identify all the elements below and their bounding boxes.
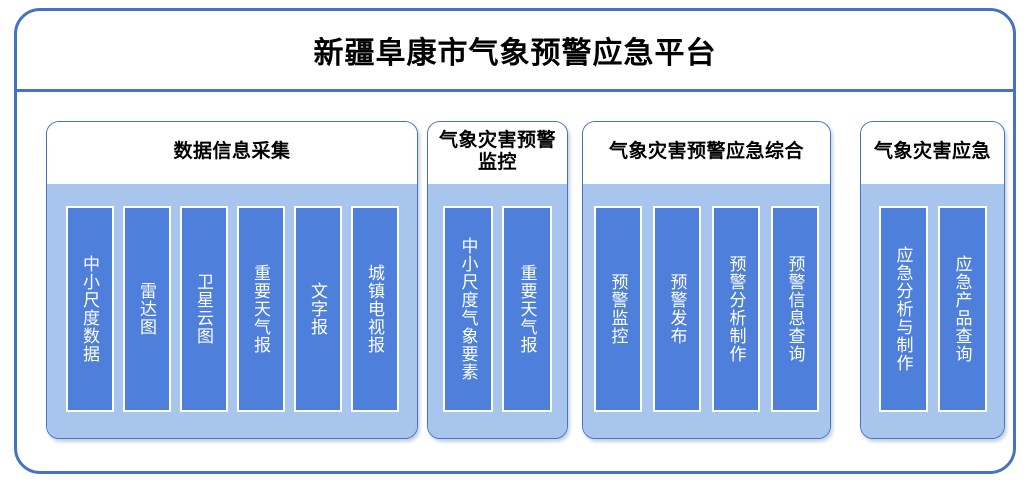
group-body: 中小尺度数据 雷达图 卫星云图 重要天气报 文字报 城镇电视 bbox=[47, 184, 417, 438]
group-header: 气象灾害预警监控 bbox=[428, 122, 567, 184]
group-panel-disaster-emergency[interactable]: 气象灾害应急 应急分析与制作 应急产品查询 bbox=[860, 121, 1005, 439]
group-title: 数据信息采集 bbox=[173, 140, 291, 162]
group-item[interactable]: 预警信息查询 bbox=[771, 206, 819, 412]
group-item-label: 城镇电视报 bbox=[365, 264, 385, 354]
group-header: 气象灾害应急 bbox=[861, 122, 1004, 184]
group-item-label: 应急产品查询 bbox=[952, 255, 972, 363]
group-item[interactable]: 重要天气报 bbox=[236, 206, 285, 412]
group-header: 气象灾害预警应急综合 bbox=[583, 122, 830, 184]
group-item-label: 雷达图 bbox=[137, 282, 157, 336]
group-item[interactable]: 城镇电视报 bbox=[350, 206, 399, 412]
group-item-label: 预警发布 bbox=[667, 273, 687, 345]
group-header: 数据信息采集 bbox=[47, 122, 417, 184]
group-panel-warning-monitoring[interactable]: 气象灾害预警监控 中小尺度气象要素 重要天气报 bbox=[427, 121, 568, 439]
group-item-label: 中小尺度气象要素 bbox=[458, 237, 478, 381]
group-item[interactable]: 雷达图 bbox=[122, 206, 171, 412]
group-item[interactable]: 中小尺度数据 bbox=[65, 206, 114, 412]
group-title: 气象灾害应急 bbox=[873, 140, 991, 162]
group-title: 气象灾害预警应急综合 bbox=[608, 140, 804, 162]
group-body: 预警监控 预警发布 预警分析制作 预警信息查询 bbox=[583, 184, 830, 438]
group-row: 数据信息采集 中小尺度数据 雷达图 卫星云图 重要天气报 bbox=[17, 92, 1013, 474]
group-item[interactable]: 文字报 bbox=[293, 206, 342, 412]
group-item[interactable]: 中小尺度气象要素 bbox=[443, 206, 493, 412]
group-item-label: 预警信息查询 bbox=[785, 255, 805, 363]
group-item[interactable]: 预警分析制作 bbox=[712, 206, 760, 412]
group-panel-warning-emergency-integrated[interactable]: 气象灾害预警应急综合 预警监控 预警发布 预警分析制作 预警信息查询 bbox=[582, 121, 831, 439]
platform-frame: 新疆阜康市气象预警应急平台 数据信息采集 中小尺度数据 雷达图 卫星云图 bbox=[14, 8, 1016, 474]
group-item[interactable]: 应急产品查询 bbox=[937, 206, 987, 412]
group-item-label: 文字报 bbox=[308, 282, 328, 336]
platform-title-bar: 新疆阜康市气象预警应急平台 bbox=[17, 11, 1013, 92]
group-item[interactable]: 预警发布 bbox=[653, 206, 701, 412]
group-item-label: 重要天气报 bbox=[251, 264, 271, 354]
group-item-label: 卫星云图 bbox=[194, 273, 214, 345]
group-item[interactable]: 重要天气报 bbox=[502, 206, 552, 412]
group-item[interactable]: 应急分析与制作 bbox=[878, 206, 928, 412]
group-body: 中小尺度气象要素 重要天气报 bbox=[428, 184, 567, 438]
group-item-label: 中小尺度数据 bbox=[80, 255, 100, 363]
group-item-label: 预警分析制作 bbox=[726, 255, 746, 363]
group-body: 应急分析与制作 应急产品查询 bbox=[861, 184, 1004, 438]
group-panel-data-collection[interactable]: 数据信息采集 中小尺度数据 雷达图 卫星云图 重要天气报 bbox=[46, 121, 418, 439]
platform-title: 新疆阜康市气象预警应急平台 bbox=[313, 37, 717, 70]
group-item[interactable]: 卫星云图 bbox=[179, 206, 228, 412]
group-item[interactable]: 预警监控 bbox=[594, 206, 642, 412]
group-item-label: 重要天气报 bbox=[517, 264, 537, 354]
group-item-label: 应急分析与制作 bbox=[893, 246, 913, 372]
group-title: 气象灾害预警监控 bbox=[438, 129, 556, 173]
group-item-label: 预警监控 bbox=[608, 273, 628, 345]
